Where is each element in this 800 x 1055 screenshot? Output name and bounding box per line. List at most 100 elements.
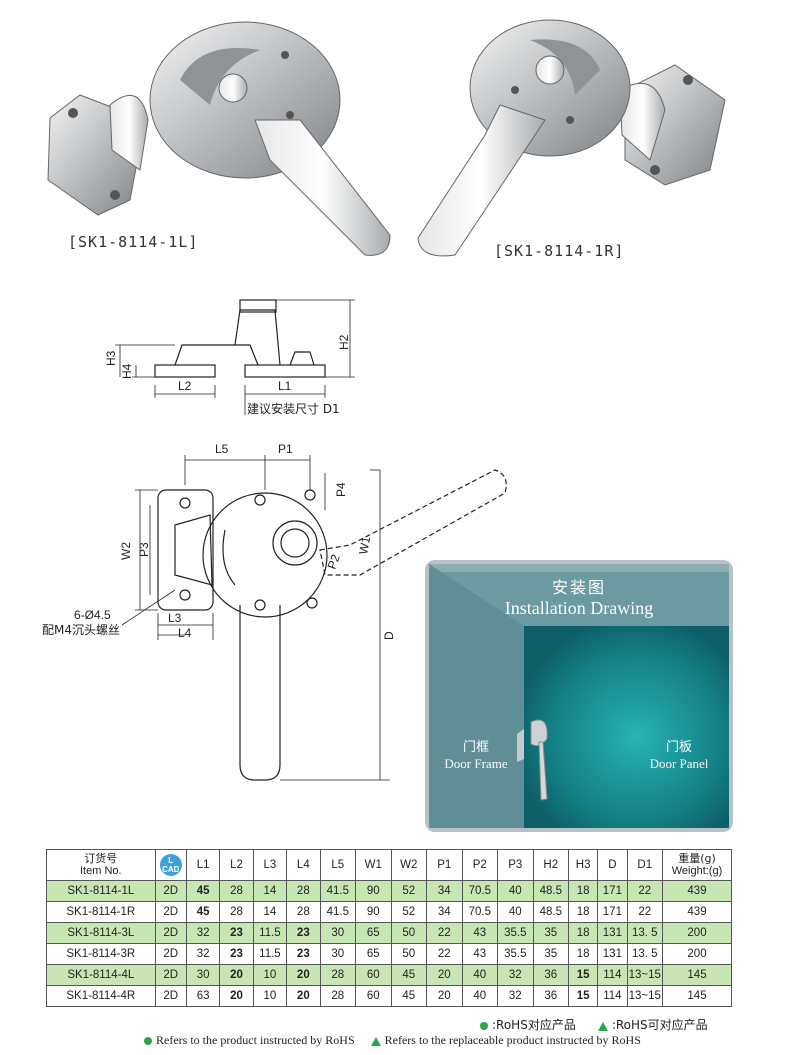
table-cell: 35.5 [497,943,534,965]
table-cell: 10 [252,964,288,986]
table-cell: 2D [154,964,187,986]
col-header: P3 [497,849,534,881]
rohs-dot-icon [144,1037,152,1046]
table-cell: 28 [219,901,254,923]
dim-label-W1: W1 [356,535,373,555]
dim-label-L4: L4 [178,626,192,640]
install-size-note: 建议安装尺寸 D1 [247,401,340,416]
table-cell: 23 [286,922,321,944]
table-cell: 18 [568,901,599,923]
table-cell: 40 [497,901,534,923]
table-cell: SK1-8114-3R [46,943,156,965]
table-cell: 13. 5 [626,943,663,965]
table-cell: 20 [219,964,254,986]
table-cell: 145 [662,964,732,986]
product-photo-right [417,19,726,257]
table-cell: 60 [355,985,392,1007]
table-cell: 13~15 [626,985,663,1007]
table-cell: 20 [426,985,463,1007]
table-cell: 171 [597,880,628,902]
col-header: W2 [390,849,428,881]
table-cell: 20 [286,964,321,986]
table-cell: 13~15 [626,964,663,986]
dim-label-W2: W2 [119,542,133,560]
col-header: P2 [461,849,499,881]
col-header: L4 [286,849,321,881]
table-cell: 60 [355,964,392,986]
table-cell: 40 [497,880,534,902]
table-cell: 2D [154,901,187,923]
table-cell: 32 [185,943,221,965]
table-cell: 35 [532,922,570,944]
table-cell: 20 [426,964,463,986]
col-header: L1 [185,849,221,881]
table-cell: 41.5 [319,901,357,923]
table-cell: 18 [568,943,599,965]
table-cell: 18 [568,922,599,944]
table-cell: 45 [390,964,428,986]
table-cell: 22 [626,901,663,923]
table-cell: 13. 5 [626,922,663,944]
hole-note-1: 6-Ø4.5 [74,608,111,622]
col-header: H3 [568,849,599,881]
table-cell: 35 [532,943,570,965]
table-cell: 28 [219,880,254,902]
table-cell: 48.5 [532,880,570,902]
table-cell: 11.5 [252,922,288,944]
table-cell: 34 [426,901,463,923]
table-cell: 28 [286,901,321,923]
hole-note-2: 配M4沉头螺丝 [42,623,120,637]
table-cell: 40 [461,985,499,1007]
table-cell: 34 [426,880,463,902]
col-header: L2 [219,849,254,881]
table-cell: 2D [154,880,187,902]
dim-label-L3: L3 [168,611,182,625]
table-cell: 23 [219,943,254,965]
col-header: W1 [355,849,392,881]
table-cell: 65 [355,943,392,965]
table-cell: 36 [532,964,570,986]
rohs-triangle-icon [597,1021,608,1031]
dim-label-L5: L5 [215,442,229,456]
table-cell: 10 [252,985,288,1007]
table-cell: 439 [662,901,732,923]
rohs-dot-icon [480,1022,488,1031]
legend-cn-row: :RoHS对应产品 :RoHS可对应产品 [480,1016,708,1033]
table-cell: 2D [154,943,187,965]
table-cell: SK1-8114-1L [46,880,156,902]
table-cell: 90 [355,901,392,923]
table-cell: 14 [252,880,288,902]
col-header: L5 [319,849,357,881]
table-cell: 35.5 [497,922,534,944]
table-cell: 28 [319,985,357,1007]
legend-en-row: Refers to the product instructed by RoHS… [144,1033,641,1048]
table-cell: 145 [662,985,732,1007]
installation-title-en: Installation Drawing [504,598,654,618]
table-cell: 15 [568,964,599,986]
table-cell: 11.5 [252,943,288,965]
table-cell: 131 [597,943,628,965]
col-weight: 重量(g)Weight:(g) [662,849,732,881]
installation-scene [429,564,729,828]
table-cell: SK1-8114-1R [46,901,156,923]
dim-label-P1: P1 [278,442,293,456]
table-cell: 65 [355,922,392,944]
dim-label-H2: H2 [337,334,351,350]
dim-label-P2: P2 [325,552,343,571]
table-cell: 45 [390,985,428,1007]
table-cell: 22 [626,880,663,902]
dim-label-P4: P4 [334,482,348,497]
table-cell: 114 [597,985,628,1007]
model-label-right: [SK1-8114-1R] [494,242,625,260]
table-cell: 22 [426,943,463,965]
table-cell: 90 [355,880,392,902]
product-photo-left [47,21,391,256]
